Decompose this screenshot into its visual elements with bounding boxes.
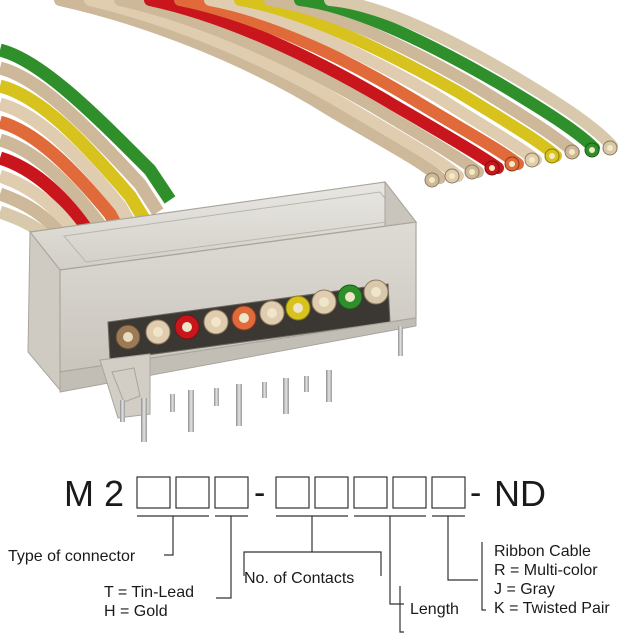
code-box-2 xyxy=(175,476,210,509)
label-cable-j: J = Gray xyxy=(494,581,555,598)
code-box-5 xyxy=(314,476,349,509)
leader-cable-bar xyxy=(481,542,486,611)
ribbon-cable-rear xyxy=(54,0,618,184)
code-prefix-m: M xyxy=(64,473,94,514)
leader-contacts-bar xyxy=(243,551,382,576)
annotations: Type of connector T = Tin-Lead H = Gold … xyxy=(8,543,610,620)
connector-contacts xyxy=(115,279,389,350)
label-plating-tin: T = Tin-Lead xyxy=(104,584,194,601)
connector-pins xyxy=(120,326,403,442)
leader-type xyxy=(164,516,174,556)
code-suffix-nd: ND xyxy=(494,473,546,514)
code-prefix-2: 2 xyxy=(104,473,124,514)
leader-length xyxy=(389,516,404,605)
leader-lines xyxy=(137,515,486,633)
label-plating-gold: H = Gold xyxy=(104,603,168,620)
code-separator-1: - xyxy=(254,474,265,512)
label-cable-title: Ribbon Cable xyxy=(494,543,591,560)
code-box-1 xyxy=(136,476,171,509)
code-box-8 xyxy=(431,476,466,509)
label-no-of-contacts: No. of Contacts xyxy=(244,570,354,587)
code-box-3 xyxy=(214,476,249,509)
label-length: Length xyxy=(410,601,459,618)
code-box-4 xyxy=(275,476,310,509)
leader-cable xyxy=(447,516,478,581)
code-box-6 xyxy=(353,476,388,509)
code-separator-2: - xyxy=(470,474,481,512)
label-cable-k: K = Twisted Pair xyxy=(494,600,610,617)
code-box-7 xyxy=(392,476,427,509)
part-number-code: M 2 - - ND xyxy=(64,473,546,514)
label-type-of-connector: Type of connector xyxy=(8,548,136,565)
wire-ends-right xyxy=(424,140,618,188)
leader-plating xyxy=(216,516,232,599)
label-cable-r: R = Multi-color xyxy=(494,562,598,579)
leader-length-bar xyxy=(399,586,404,633)
